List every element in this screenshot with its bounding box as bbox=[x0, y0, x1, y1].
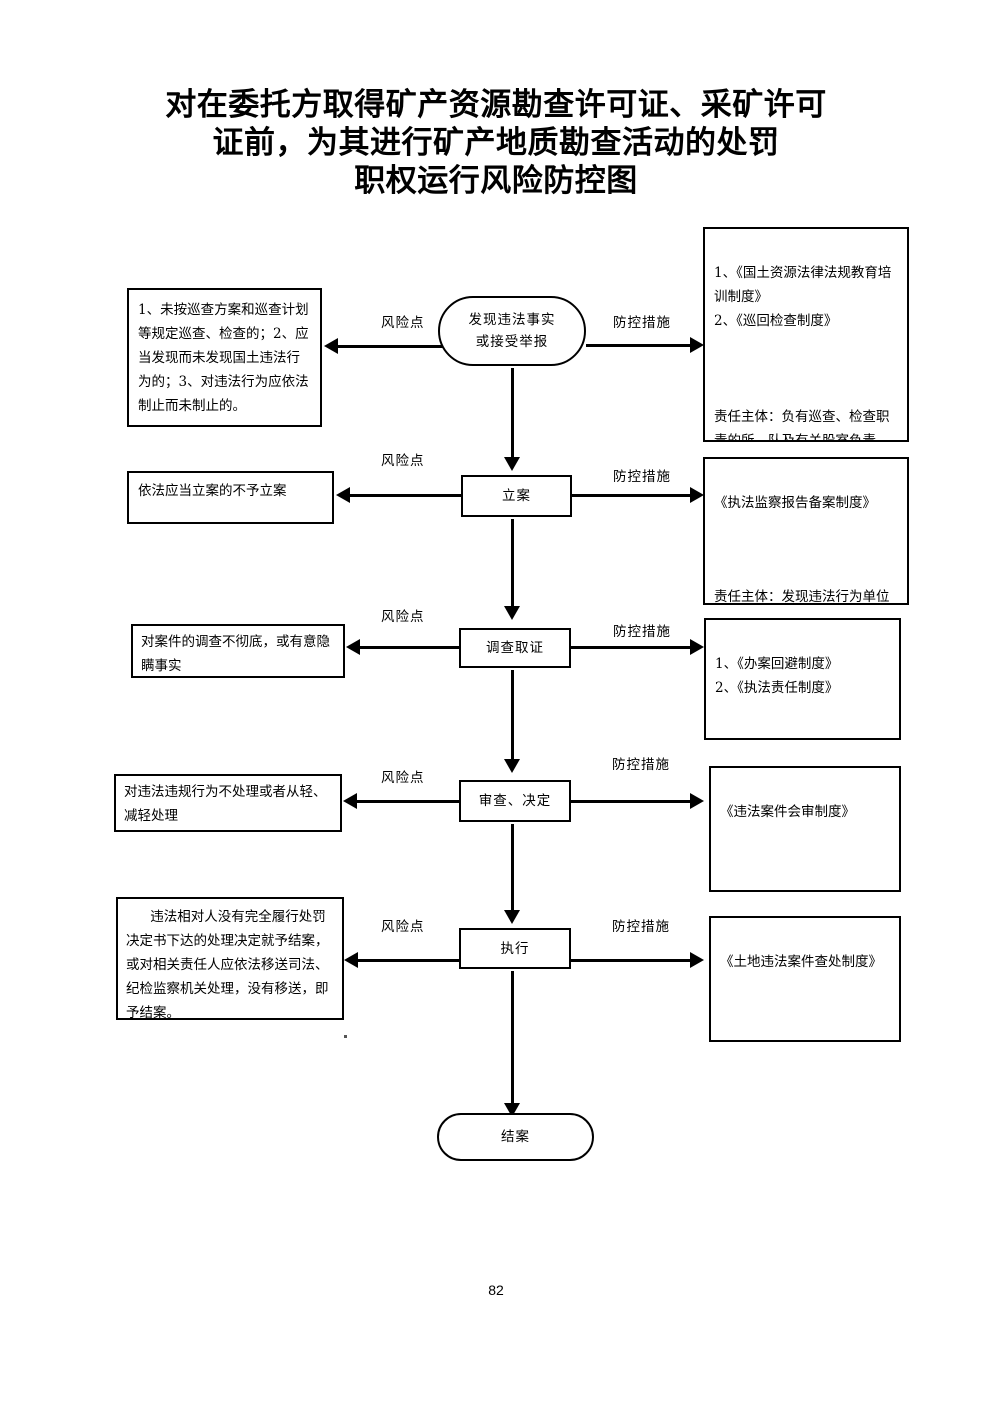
connector-line-risk-3 bbox=[359, 646, 459, 649]
risk-point-label-4: 风险点 bbox=[381, 770, 425, 786]
page-title-line-3: 职权运行风险防控图 bbox=[354, 163, 638, 199]
arrow-control-2 bbox=[690, 487, 704, 503]
arrow-risk-1 bbox=[324, 338, 338, 354]
risk-box-4: 对违法违规行为不处理或者从轻、减轻处理 bbox=[114, 774, 342, 832]
connector-line-investigate-to-review bbox=[511, 670, 514, 760]
control-box-3: 1、《办案回避制度》 2、《执法责任制度》 责任主体：案件承办人员 bbox=[704, 618, 901, 740]
control-box-1: 1、《国土资源法律法规教育培训制度》 2、《巡回检查制度》 责任主体：负有巡查、… bbox=[703, 227, 909, 442]
arrow-filing-to-investigate bbox=[504, 606, 520, 620]
flow-node-filing[interactable]: 立案 bbox=[461, 475, 572, 517]
risk-point-label-1: 风险点 bbox=[381, 315, 425, 331]
risk-box-2-text: 依法应当立案的不予立案 bbox=[138, 483, 287, 499]
risk-box-4-text: 对违法违规行为不处理或者从轻、减轻处理 bbox=[124, 784, 327, 824]
arrow-risk-5 bbox=[344, 952, 358, 968]
connector-line-review-to-execute bbox=[511, 824, 514, 911]
arrow-control-4 bbox=[690, 793, 704, 809]
connector-line-risk-2 bbox=[350, 494, 462, 497]
arrow-start-to-filing bbox=[504, 457, 520, 471]
arrow-risk-2 bbox=[336, 487, 350, 503]
control-box-5-spacer bbox=[720, 998, 890, 1024]
control-measure-label-4: 防控措施 bbox=[612, 757, 670, 773]
risk-box-5: 违法相对人没有完全履行处罚决定书下达的处理决定就予结案，或对相关责任人应依法移送… bbox=[116, 897, 344, 1020]
connector-line-risk-4 bbox=[357, 800, 459, 803]
control-measure-label-2: 防控措施 bbox=[613, 469, 671, 485]
control-box-2-measures: 《执法监察报告备案制度》 bbox=[714, 495, 876, 511]
flow-node-execute[interactable]: 执行 bbox=[459, 928, 571, 969]
control-measure-label-5: 防控措施 bbox=[612, 919, 670, 935]
control-box-4-measures: 《违法案件会审制度》 bbox=[720, 804, 855, 820]
flow-node-close[interactable]: 结案 bbox=[437, 1113, 594, 1161]
page-title: 对在委托方取得矿产资源勘查许可证、采矿许可 证前，为其进行矿产地质勘查活动的处罚… bbox=[0, 86, 992, 200]
control-box-1-spacer bbox=[714, 357, 898, 381]
control-box-3-spacer bbox=[715, 724, 890, 738]
risk-box-1-text: 1、未按巡查方案和巡查计划等规定巡查、检查的；2、应当发现而未发现国土违法行为的… bbox=[138, 302, 309, 414]
flow-node-close-label: 结案 bbox=[501, 1129, 530, 1145]
arrow-investigate-to-review bbox=[504, 759, 520, 773]
risk-box-1: 1、未按巡查方案和巡查计划等规定巡查、检查的；2、应当发现而未发现国土违法行为的… bbox=[127, 288, 322, 427]
flow-node-investigate[interactable]: 调查取证 bbox=[459, 628, 571, 668]
risk-point-label-3: 风险点 bbox=[381, 609, 425, 625]
risk-box-3-text: 对案件的调查不彻底，或有意隐瞒事实 bbox=[141, 634, 330, 674]
flow-node-start-label: 发现违法事实 或接受举报 bbox=[468, 312, 556, 350]
page-title-line-1: 对在委托方取得矿产资源勘查许可证、采矿许可 bbox=[165, 87, 827, 123]
control-box-4-spacer bbox=[720, 848, 890, 870]
arrow-risk-3 bbox=[346, 639, 360, 655]
connector-line-control-4 bbox=[571, 800, 691, 803]
control-box-2-spacer bbox=[714, 539, 898, 561]
page-title-line-2: 证前，为其进行矿产地质勘查活动的处罚 bbox=[212, 125, 780, 161]
arrow-control-5 bbox=[690, 952, 704, 968]
page-number: 82 bbox=[488, 1282, 504, 1298]
flow-node-start[interactable]: 发现违法事实 或接受举报 bbox=[438, 296, 586, 366]
control-box-1-measures: 1、《国土资源法律法规教育培训制度》 2、《巡回检查制度》 bbox=[714, 265, 892, 329]
flow-node-investigate-label: 调查取证 bbox=[486, 640, 544, 656]
control-box-5-measures: 《土地违法案件查处制度》 bbox=[720, 954, 882, 970]
arrow-review-to-execute bbox=[504, 910, 520, 924]
connector-line-control-5 bbox=[571, 959, 691, 962]
connector-line-control-2 bbox=[572, 494, 691, 497]
connector-line-start-to-filing bbox=[511, 368, 514, 458]
control-box-2-responsible: 责任主体：发现违法行为单位及分管领导、执法队审查人、队长及主管领导。 bbox=[714, 589, 890, 605]
connector-line-risk-5 bbox=[358, 959, 459, 962]
scan-speck bbox=[344, 1035, 347, 1038]
connector-line-execute-to-close bbox=[511, 971, 514, 1104]
risk-box-3: 对案件的调查不彻底，或有意隐瞒事实 bbox=[131, 624, 345, 678]
control-measure-label-3: 防控措施 bbox=[613, 624, 671, 640]
flow-node-execute-label: 执行 bbox=[500, 940, 530, 957]
risk-box-5-text: 违法相对人没有完全履行处罚决定书下达的处理决定就予结案，或对相关责任人应依法移送… bbox=[126, 909, 329, 1020]
flow-node-review-label: 审查、决定 bbox=[478, 793, 552, 809]
control-box-5: 《土地违法案件查处制度》 责任主体：执法大队负责 bbox=[709, 916, 901, 1042]
arrow-control-1 bbox=[690, 337, 704, 353]
flow-node-review[interactable]: 审查、决定 bbox=[459, 780, 571, 822]
arrow-risk-4 bbox=[343, 793, 357, 809]
connector-line-risk-1 bbox=[337, 345, 447, 348]
flow-node-filing-label: 立案 bbox=[502, 488, 531, 504]
control-box-3-measures: 1、《办案回避制度》 2、《执法责任制度》 bbox=[715, 656, 839, 696]
risk-box-2: 依法应当立案的不予立案 bbox=[127, 471, 334, 524]
risk-point-label-5: 风险点 bbox=[381, 919, 425, 935]
risk-point-label-2: 风险点 bbox=[381, 453, 425, 469]
control-box-4: 《违法案件会审制度》 责任主体：案件会审会成员及行政机关负责人。 bbox=[709, 766, 901, 892]
connector-line-control-3 bbox=[571, 646, 691, 649]
connector-line-control-1 bbox=[586, 344, 691, 347]
control-measure-label-1: 防控措施 bbox=[613, 315, 671, 331]
control-box-1-responsible: 责任主体：负有巡查、检查职责的所、队及有关股室负责人。 bbox=[714, 409, 890, 442]
connector-line-filing-to-investigate bbox=[511, 519, 514, 607]
control-box-2: 《执法监察报告备案制度》 责任主体：发现违法行为单位及分管领导、执法队审查人、队… bbox=[703, 457, 909, 605]
arrow-control-3 bbox=[690, 639, 704, 655]
